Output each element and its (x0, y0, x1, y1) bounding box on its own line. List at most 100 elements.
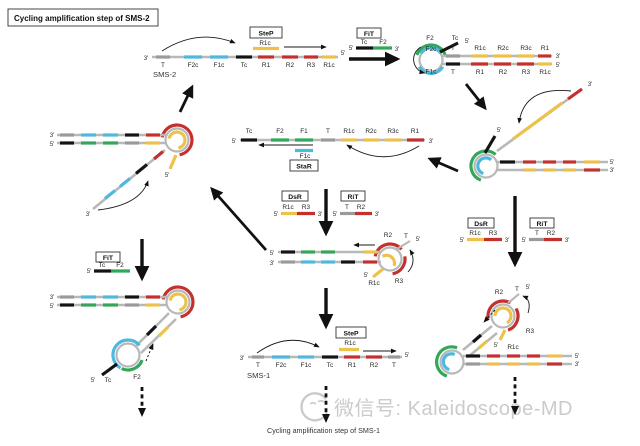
svg-text:SteP: SteP (258, 31, 274, 38)
star-template-strand: 5' 3' Tc F2 F1 T R1c R2c R3c R1 F1c StaR (232, 128, 433, 172)
svg-text:F2c: F2c (188, 62, 199, 69)
foldback-arc (517, 89, 572, 124)
svg-text:3': 3' (375, 211, 380, 218)
title-box-sms2: Cycling amplification step of SMS-2 (7, 8, 159, 27)
svg-text:5': 5' (364, 272, 369, 279)
f1c-arc (417, 65, 445, 76)
svg-text:T: T (515, 286, 519, 293)
svg-text:Tc: Tc (241, 62, 248, 69)
svg-text:T: T (535, 230, 539, 237)
svg-text:3': 3' (588, 81, 593, 88)
svg-text:5': 5' (50, 303, 55, 310)
svg-text:R3: R3 (302, 204, 311, 211)
rit-primer-center: RiT T R2 5' 3' (333, 190, 380, 218)
svg-text:R1: R1 (262, 62, 271, 69)
r2-arc (486, 299, 512, 319)
svg-text:FiT: FiT (103, 255, 114, 262)
foldback-arc (97, 180, 149, 211)
svg-text:F2: F2 (116, 262, 124, 269)
nick-extension-arrow (145, 343, 154, 362)
svg-text:DsR: DsR (288, 194, 302, 201)
dumbbell-bottom-left: 3' 5' F2 5' Tc (50, 285, 195, 384)
svg-text:5': 5' (232, 138, 237, 145)
svg-text:F2: F2 (426, 35, 434, 42)
arrow-to-sms2 (178, 84, 194, 113)
fit-primer-top: FiT Tc F2 5' 3' (349, 27, 400, 53)
sms2-template-strand: 3' 5' T F2c F1c Tc R1 R2 R3 R1c SMS-2 St… (144, 26, 345, 79)
fit-primer-bottom: FiT Tc F2 5' (87, 251, 130, 275)
svg-text:R3: R3 (526, 328, 535, 335)
svg-text:R2: R2 (370, 362, 379, 369)
arrow-dashed-left-cycle-head (138, 408, 146, 417)
svg-text:R1c: R1c (469, 230, 481, 237)
svg-text:5': 5' (270, 250, 275, 257)
f2-arc (121, 359, 144, 372)
svg-text:F1: F1 (300, 128, 308, 135)
watermark-text: 微信号: Kaleidoscope-MD (334, 397, 573, 420)
svg-text:R1c: R1c (539, 69, 551, 76)
dsr-primer-right: DsR R1c R3 5' 3' (460, 217, 510, 244)
r3-arc (392, 256, 407, 276)
svg-text:5': 5' (274, 211, 279, 218)
svg-text:R3c: R3c (387, 128, 399, 135)
red-outer-arc (161, 285, 195, 319)
svg-text:5': 5' (556, 62, 561, 69)
svg-text:5': 5' (50, 141, 55, 148)
svg-text:Tc: Tc (99, 262, 106, 269)
svg-text:FiT: FiT (364, 31, 375, 38)
svg-text:Tc: Tc (105, 377, 112, 384)
svg-text:3': 3' (395, 46, 400, 53)
f2c-arc (476, 156, 493, 176)
foldback-arc (407, 249, 415, 273)
svg-text:5': 5' (610, 159, 615, 166)
svg-text:T: T (161, 62, 165, 69)
svg-text:R3: R3 (489, 230, 498, 237)
recycle-arc-sms1 (256, 339, 320, 354)
svg-text:R2: R2 (286, 62, 295, 69)
caption-sms1: Cycling amplification step of SMS-1 (267, 426, 380, 435)
svg-text:F2: F2 (133, 374, 141, 381)
svg-text:5': 5' (522, 237, 527, 244)
svg-text:5': 5' (87, 268, 92, 275)
left-hairpin-structure: 3' 5' 5' 3' (50, 123, 194, 218)
svg-text:3': 3' (270, 260, 275, 267)
svg-text:R1c: R1c (368, 280, 380, 287)
svg-text:R2: R2 (384, 232, 393, 239)
svg-text:3': 3' (50, 132, 55, 139)
svg-text:T: T (326, 128, 330, 135)
svg-text:R2c: R2c (497, 45, 509, 52)
svg-text:R3: R3 (395, 278, 404, 285)
svg-text:R1c: R1c (344, 340, 356, 347)
svg-text:R1c: R1c (474, 45, 486, 52)
svg-text:5': 5' (497, 127, 502, 134)
svg-text:DsR: DsR (474, 221, 488, 228)
svg-text:R1c: R1c (323, 62, 335, 69)
svg-text:R2: R2 (357, 204, 366, 211)
svg-text:T: T (451, 69, 455, 76)
svg-text:T: T (256, 362, 260, 369)
svg-text:3': 3' (50, 294, 55, 301)
svg-text:5': 5' (465, 38, 470, 45)
svg-text:3': 3' (505, 237, 510, 244)
svg-text:3': 3' (318, 211, 323, 218)
arrow-to-star-template (427, 157, 459, 173)
svg-text:5': 5' (526, 284, 531, 291)
rit-primer-right: RiT T R2 5' 3' (522, 217, 569, 244)
svg-text:F1c: F1c (301, 362, 312, 369)
dumbbell-center: R2 R3 T 5' 5' R1c 5' 3' (270, 232, 421, 287)
svg-text:R1c: R1c (259, 40, 271, 47)
svg-text:3': 3' (556, 53, 561, 60)
svg-text:StaR: StaR (296, 164, 312, 171)
red-outer-arc (160, 123, 194, 157)
svg-text:3': 3' (240, 355, 245, 362)
svg-text:R2: R2 (547, 230, 556, 237)
arrow-to-left-hairpin (210, 186, 268, 251)
arrow-dashed-right-cycle-head (511, 406, 519, 415)
recycle-arc-sms2 (161, 36, 236, 52)
dsr-primer-center: DsR R1c R3 5' 3' (274, 190, 323, 218)
svg-text:5': 5' (405, 352, 410, 359)
svg-text:F2c: F2c (426, 46, 437, 53)
svg-text:R3: R3 (307, 62, 316, 69)
